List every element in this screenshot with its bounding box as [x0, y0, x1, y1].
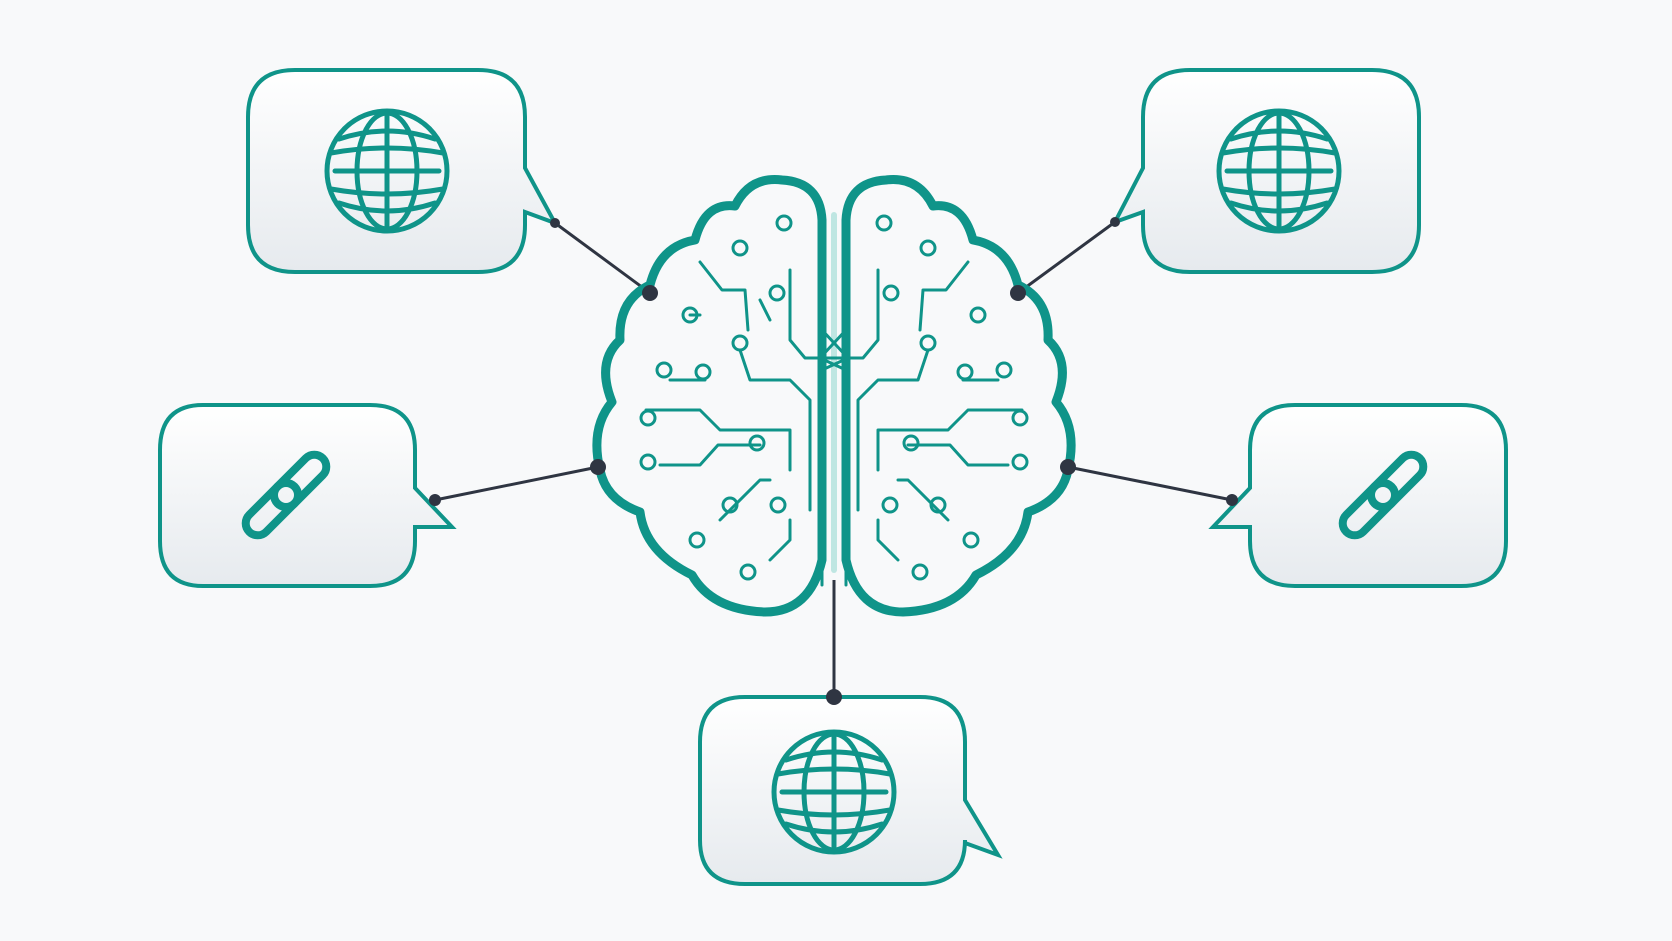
node-bottom [698, 695, 1003, 886]
connector-top-right [1017, 220, 1116, 295]
brain-right-circuits [818, 214, 1029, 587]
node-top-left [246, 68, 560, 274]
speech-bubble [1208, 403, 1508, 588]
globe-icon [774, 732, 894, 852]
brain-right-hemisphere [841, 175, 1076, 617]
node-middle-right [1208, 403, 1508, 588]
brain-left-circuits [639, 214, 850, 587]
node-middle-left [158, 403, 457, 588]
connector-middle-left [434, 465, 599, 502]
globe-icon [327, 111, 447, 231]
node-top-right [1110, 68, 1421, 274]
connector-top-left [554, 221, 651, 295]
connectors [434, 220, 1233, 697]
globe-icon [1219, 111, 1339, 231]
connector-middle-right [1067, 465, 1233, 502]
brain-left-hemisphere [592, 175, 827, 617]
circuit-brain-icon [592, 175, 1076, 617]
connector-dots [429, 217, 1238, 705]
